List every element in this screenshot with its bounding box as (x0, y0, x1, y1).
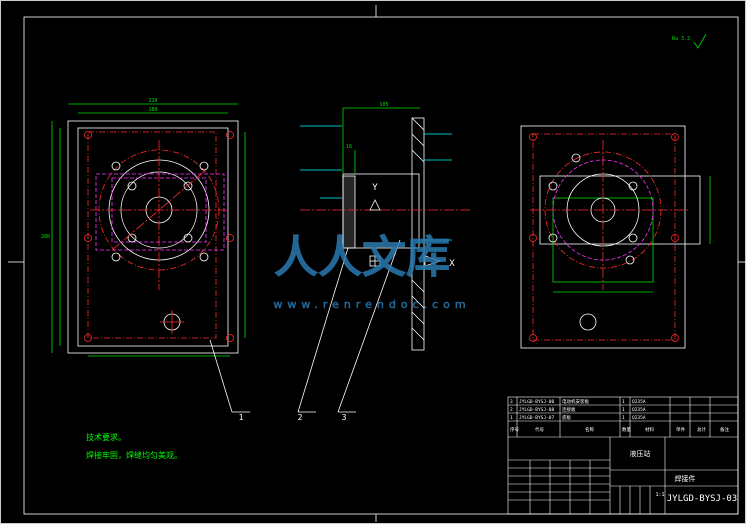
bom-cell-name: 底板 (562, 414, 571, 421)
tech-note-line1: 技术要求。 (86, 432, 126, 442)
roughness-note: Ra 3.2 (672, 36, 690, 42)
axis-x-label: X (449, 259, 455, 269)
watermark: 人人文库 www.renrendoc.com (273, 232, 470, 312)
bom-header-cell: 单件 (676, 426, 685, 433)
part-number-1: 1 (239, 413, 244, 422)
bom-cell-index: 2 (510, 407, 513, 413)
bom-header-cell: 总计 (697, 426, 706, 433)
drawing-title: 液压站 (630, 449, 651, 458)
bom-cell-qty: 1 (622, 415, 625, 421)
bom-header-cell: 材料 (645, 426, 654, 433)
bom-cell-code: JYLGD-BYSJ-00 (519, 399, 555, 405)
bom-cell-index: 1 (510, 415, 513, 421)
drawing-number: JYLGD-BYSJ-03 (667, 494, 737, 504)
bom-cell-name: 连接板 (562, 406, 576, 413)
bom-cell-material: Q235A (632, 407, 646, 413)
dim-left-height: 280 (41, 234, 50, 240)
bom-header-cell: 数量 (622, 426, 631, 433)
dim-side-offset: 16 (346, 144, 352, 150)
part-name: 焊接件 (675, 474, 696, 483)
top-view-plate (520, 125, 711, 349)
bom-header-cell: 备注 (720, 426, 729, 433)
bom-header-cell: 代号 (535, 426, 544, 433)
watermark-url: www.renrendoc.com (273, 298, 470, 311)
scale-value: 1:1 (655, 492, 664, 498)
bom-cell-name: 电动机安装板 (562, 398, 589, 405)
bom-cell-index: 3 (510, 399, 513, 405)
part-number-2: 2 (298, 413, 303, 422)
bom-cell-code: JYLGD-BYSJ-08 (519, 407, 555, 413)
axis-y-label: Y (372, 183, 378, 193)
bom-header-cell: 名称 (585, 426, 594, 433)
front-view-plate (51, 103, 246, 357)
part-number-3: 3 (342, 413, 347, 422)
dim-left-width: 210 (148, 98, 157, 104)
roughness-symbol-icon (693, 33, 707, 49)
bom-cell-qty: 1 (622, 399, 625, 405)
dim-side-width: 105 (379, 102, 388, 108)
title-block (507, 396, 739, 515)
bom-cell-qty: 1 (622, 407, 625, 413)
tech-note-line2: 焊接牢固，焊缝均匀美观。 (86, 450, 182, 460)
part-leaders (209, 239, 401, 413)
dim-left-inner: 180 (148, 107, 157, 113)
watermark-text: 人人文库 (274, 232, 450, 283)
bom-header-cell: 序号 (510, 426, 519, 433)
bom-cell-material: Q235A (632, 399, 646, 405)
bom-cell-code: JYLGD-BYSJ-07 (519, 415, 555, 421)
side-view-section (300, 107, 470, 351)
bom-cell-material: Q235A (632, 415, 646, 421)
